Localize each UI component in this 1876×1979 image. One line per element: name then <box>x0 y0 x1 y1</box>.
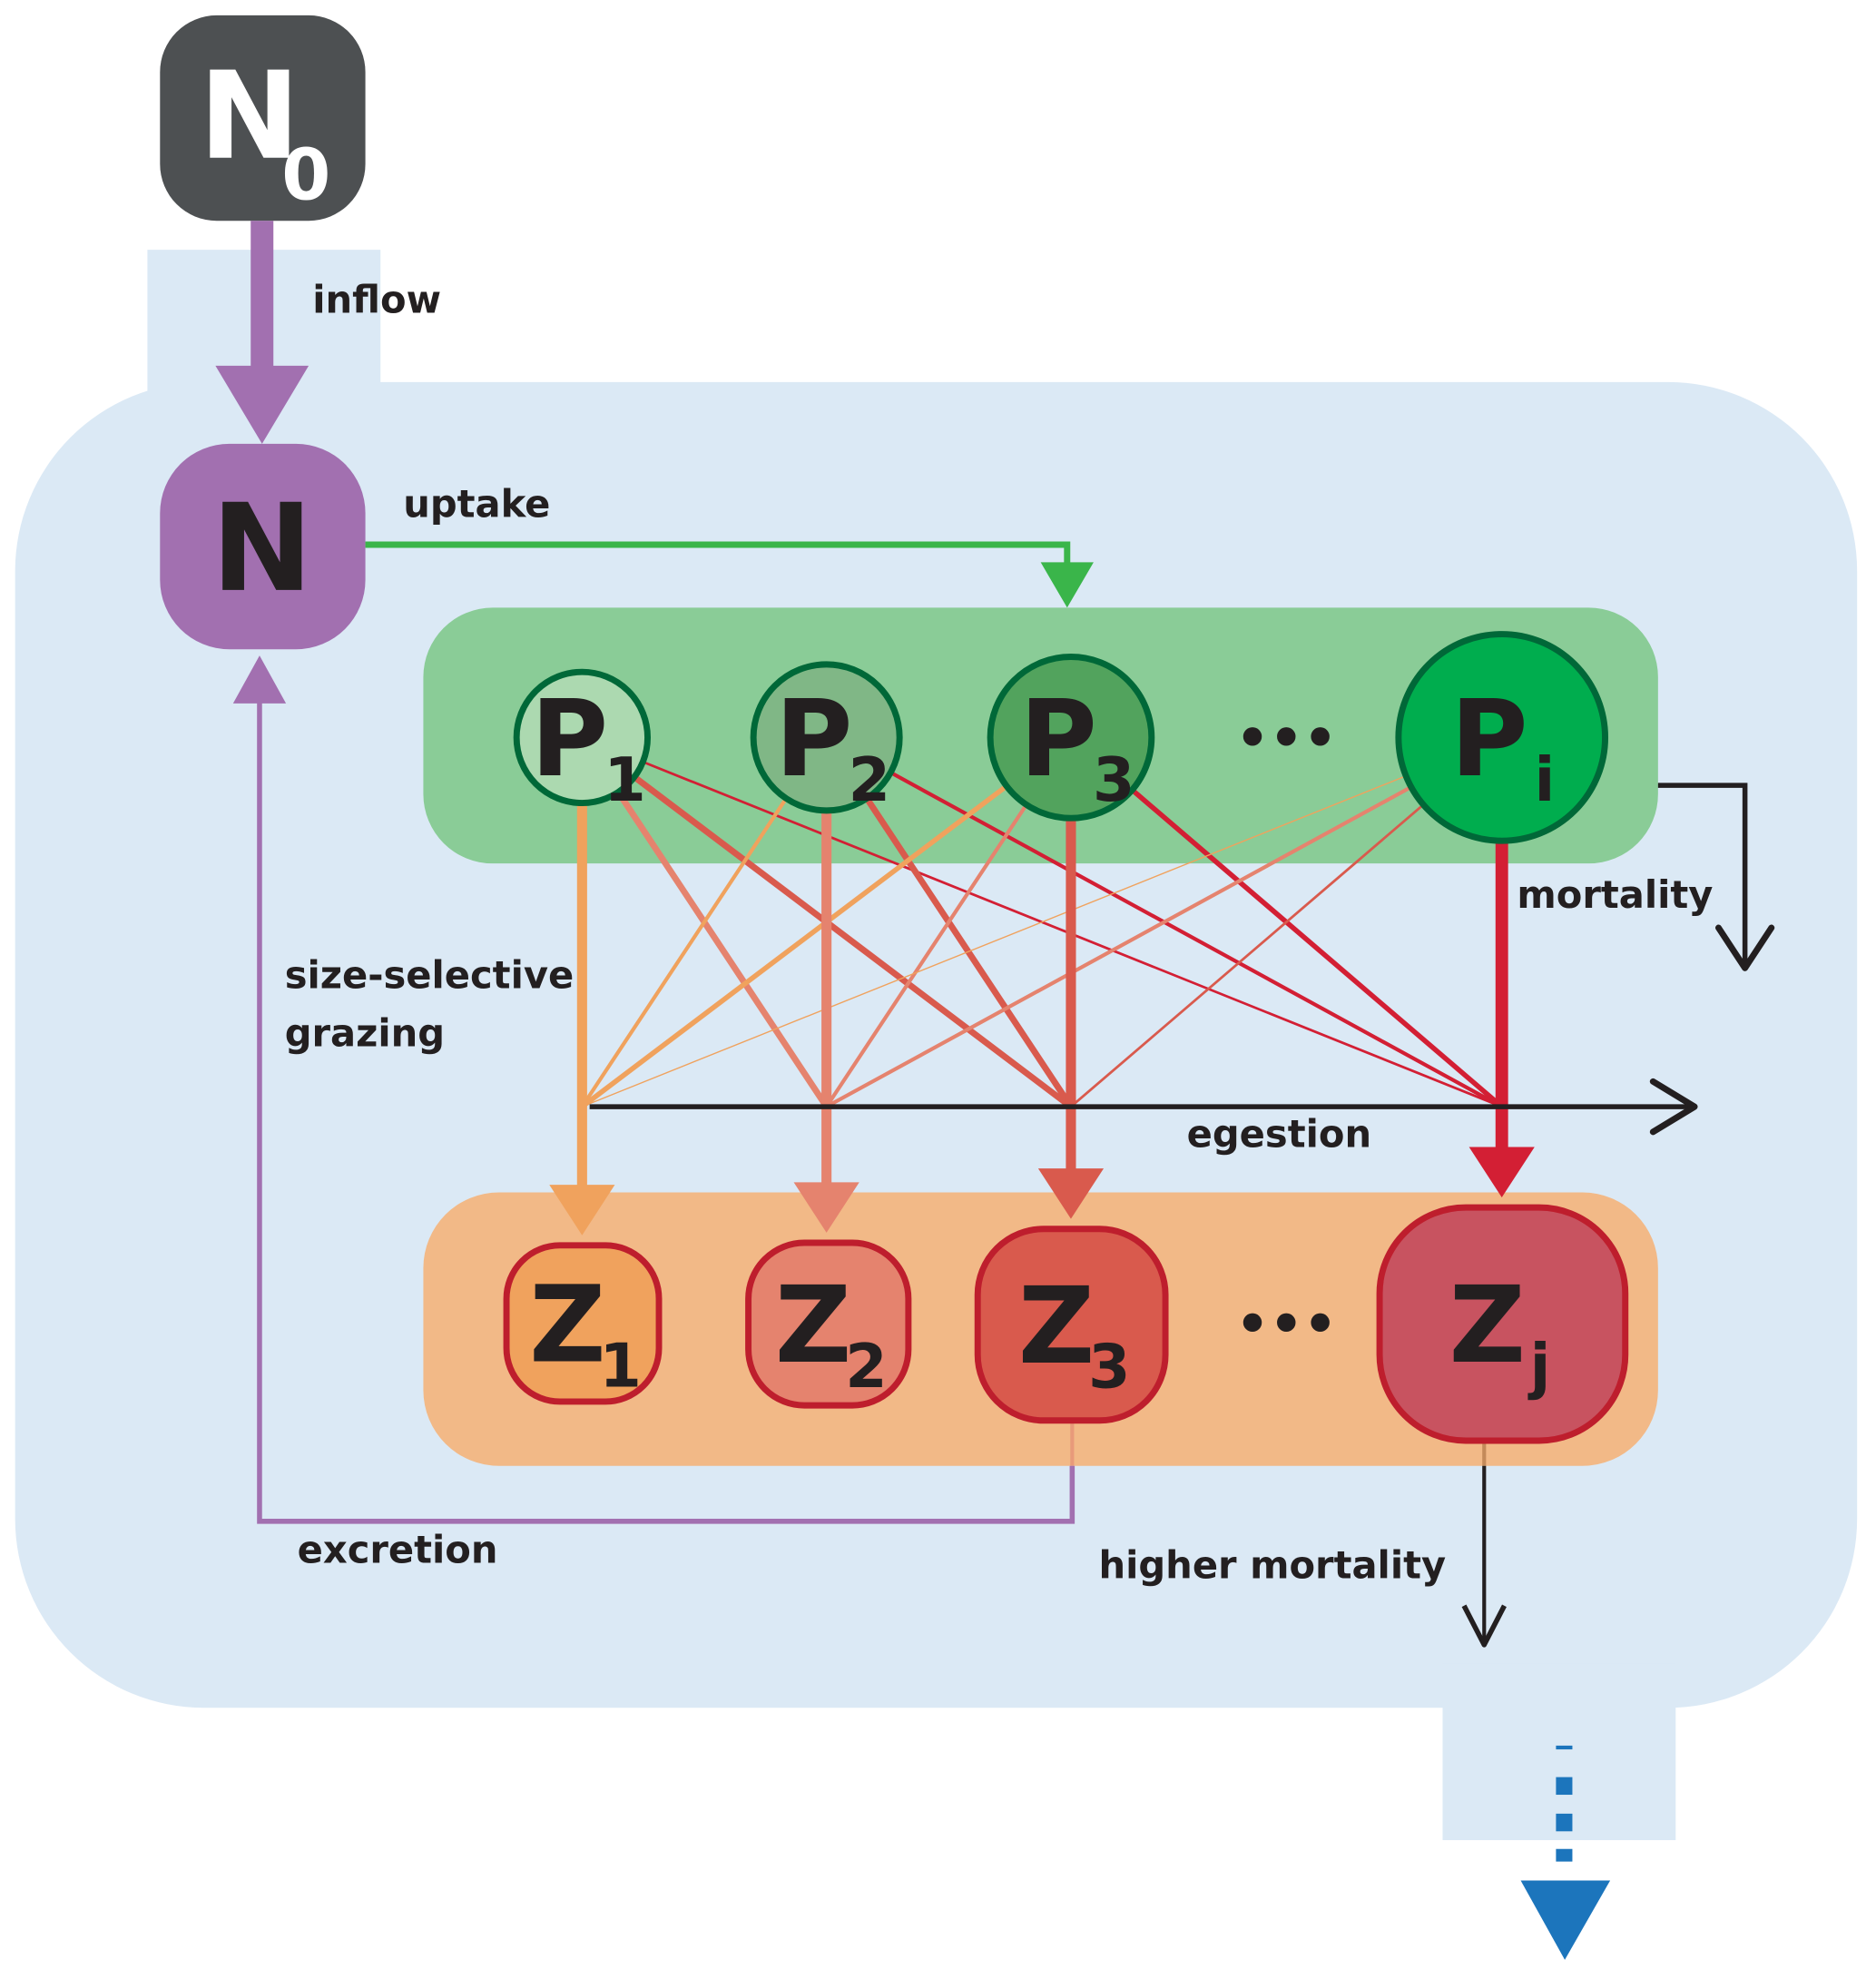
zooplankton-symbol: Z <box>1018 1265 1095 1388</box>
outflow-arrow <box>1520 1745 1611 1960</box>
phytoplankton-subscript: 1 <box>604 744 645 815</box>
grazing-line-p2-z4 <box>889 771 1503 1108</box>
zooplankton-symbol: Z <box>1449 1265 1526 1387</box>
excretion-arrow <box>232 655 1076 1524</box>
phytoplankton-subscript: 2 <box>849 744 890 815</box>
grazing-line-p3-z2 <box>824 803 1028 1108</box>
phytoplankton-node-3: P3 <box>987 654 1155 822</box>
grazing-label-line2: grazing <box>285 1010 445 1055</box>
source-node-subscript: 0 <box>281 135 330 217</box>
grazing-label-line1: size-selective <box>285 953 575 998</box>
zooplankton-subscript: 3 <box>1088 1332 1130 1403</box>
higher-mortality-arrow <box>1461 1440 1507 1648</box>
source-node-n0: N 0 <box>160 15 366 222</box>
mortality-label: mortality <box>1517 872 1713 917</box>
zooplankton-node-2: Z2 <box>745 1239 912 1409</box>
excretion-label: excretion <box>298 1528 498 1572</box>
phytoplankton-symbol: P <box>531 678 608 801</box>
egestion-arrow <box>589 1078 1698 1136</box>
higher-mortality-label: higher mortality <box>1098 1542 1446 1587</box>
grazing-network <box>549 760 1535 1236</box>
zooplankton-symbol: Z <box>775 1265 852 1387</box>
zooplankton-symbol: Z <box>529 1265 606 1387</box>
zooplankton-subscript: 2 <box>845 1331 887 1402</box>
grazing-line-p3-z4 <box>1130 788 1504 1109</box>
grazing-line-p4-z1 <box>582 775 1407 1108</box>
nutrient-node-symbol: N <box>211 478 313 619</box>
uptake-arrow <box>365 541 1094 608</box>
zooplankton-subscript: j <box>1527 1331 1551 1402</box>
grazing-arrowhead-z2 <box>793 1182 859 1233</box>
grazing-line-p2-z3 <box>864 796 1074 1109</box>
mortality-arrow <box>1657 783 1775 971</box>
grazing-line-p4-z3 <box>1070 803 1425 1108</box>
zooplankton-node-3: Z3 <box>974 1226 1169 1424</box>
phytoplankton-symbol: P <box>775 678 852 801</box>
grazing-line-p1-z2 <box>615 790 830 1109</box>
grazing-line-p2-z1 <box>580 797 788 1108</box>
phytoplankton-symbol: P <box>1450 678 1527 801</box>
outflow-notch <box>1442 1663 1676 1841</box>
grazing-arrowhead-z1 <box>549 1185 615 1236</box>
phytoplankton-subscript: i <box>1534 744 1555 815</box>
zooplankton-node-1: Z1 <box>503 1242 663 1405</box>
grazing-arrowhead-z3 <box>1037 1168 1105 1219</box>
phytoplankton-node-1: P1 <box>513 668 651 815</box>
zooplankton-ellipsis: ••• <box>1235 1294 1337 1355</box>
grazing-line-p1-z3 <box>632 774 1074 1109</box>
phytoplankton-subscript: 3 <box>1093 744 1134 815</box>
grazing-line-p4-z2 <box>825 785 1412 1108</box>
phytoplankton-ellipsis: ••• <box>1235 707 1337 769</box>
grazing-line-p3-z1 <box>580 783 1008 1109</box>
egestion-label: egestion <box>1187 1112 1371 1157</box>
uptake-label: uptake <box>403 481 550 526</box>
grazing-arrowhead-z4 <box>1468 1147 1535 1198</box>
phytoplankton-node-2: P2 <box>750 661 903 815</box>
inflow-arrow <box>215 221 309 444</box>
source-node-symbol: N <box>199 46 300 187</box>
inflow-label: inflow <box>312 278 441 322</box>
zooplankton-subscript: 1 <box>599 1330 641 1401</box>
nutrient-node: N <box>160 443 366 650</box>
phytoplankton-symbol: P <box>1019 678 1096 801</box>
